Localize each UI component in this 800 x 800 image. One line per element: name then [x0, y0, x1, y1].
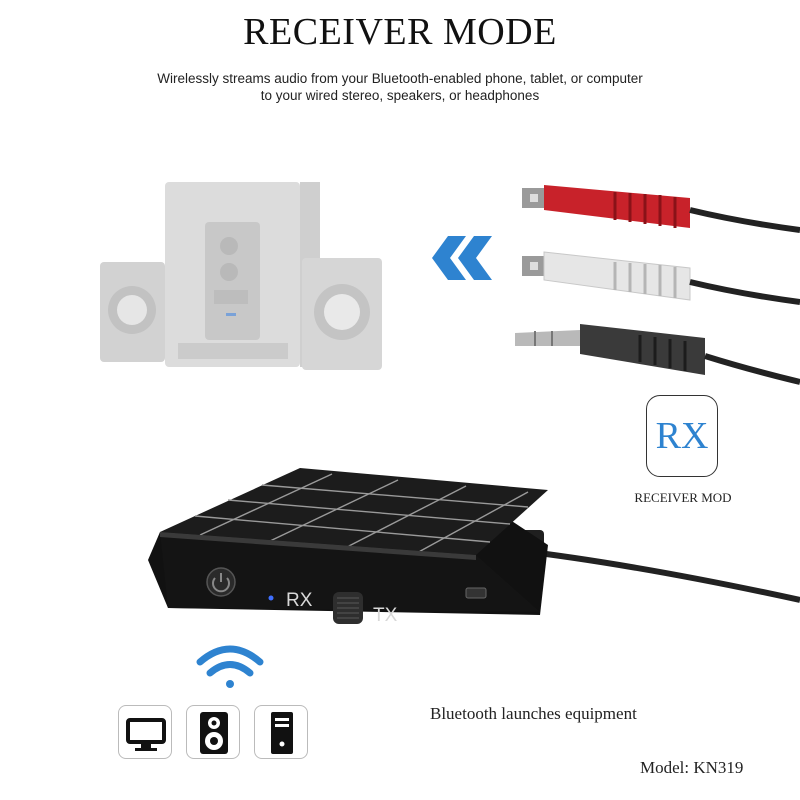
audio-jack-cable — [515, 324, 800, 385]
rca-red-cable — [522, 185, 800, 233]
subtitle-line-2: to your wired stereo, speakers, or headp… — [260, 88, 540, 103]
rca-white-cable — [522, 251, 800, 305]
bluetooth-adapter-device — [148, 468, 800, 624]
page-subtitle: Wirelessly streams audio from your Bluet… — [0, 70, 800, 104]
model-label: Model: KN319 — [640, 758, 744, 777]
speaker-icon-box — [186, 705, 240, 759]
monitor-icon-box — [118, 705, 172, 759]
rx-badge: RX — [646, 395, 718, 477]
speaker-system-image — [100, 182, 382, 370]
pc-tower-icon-box — [254, 705, 308, 759]
monitor-icon — [126, 718, 166, 751]
device-tx-label: TX — [373, 605, 398, 626]
subtitle-line-1: Wirelessly streams audio from your Bluet… — [157, 71, 643, 86]
rx-badge-caption: RECEIVER MOD — [634, 490, 732, 505]
double-chevron-left-icon — [432, 236, 492, 280]
launch-equipment-label: Bluetooth launches equipment — [430, 704, 637, 723]
rx-badge-label: RX — [655, 415, 709, 457]
wifi-signal-icon — [196, 645, 264, 688]
pc-tower-icon — [271, 712, 293, 754]
device-rx-label: RX — [286, 590, 313, 611]
speaker-icon — [200, 712, 228, 754]
page-title: RECEIVER MODE — [243, 11, 557, 53]
